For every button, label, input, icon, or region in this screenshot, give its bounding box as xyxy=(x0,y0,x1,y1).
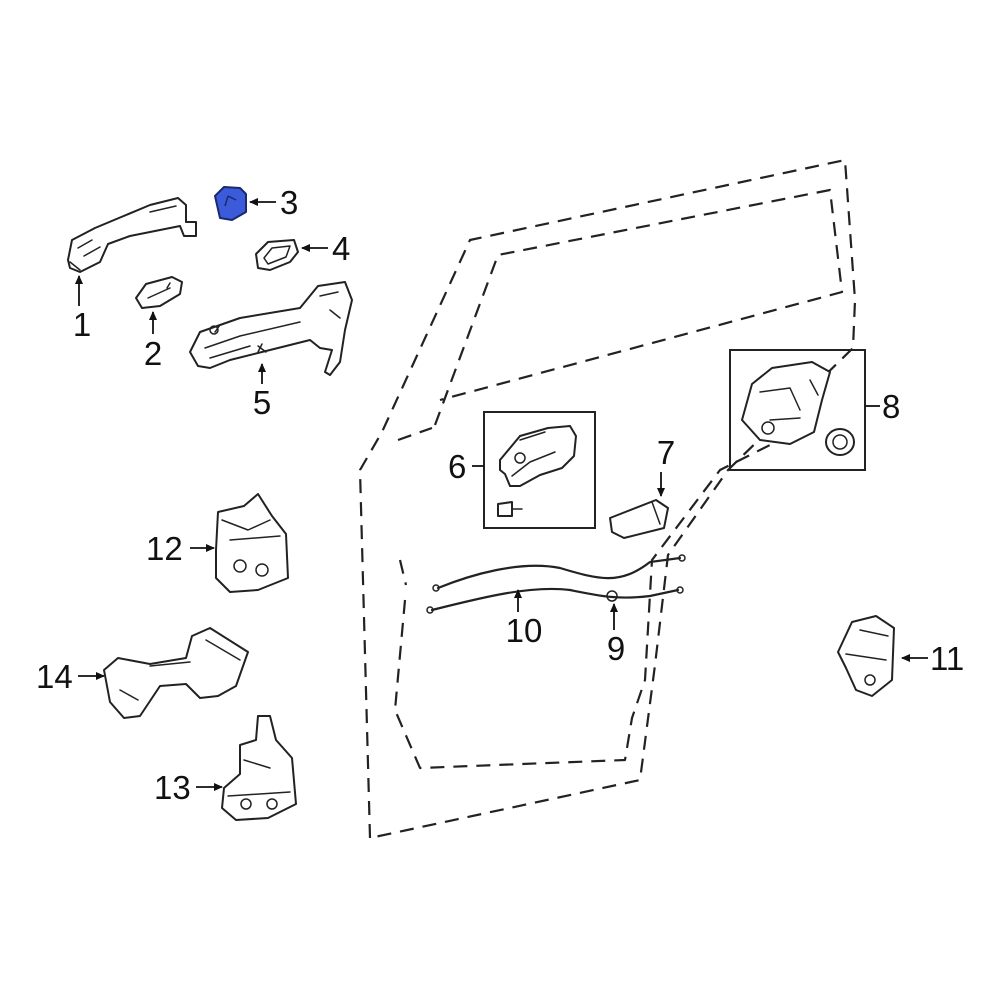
part-8-box xyxy=(729,349,866,471)
callout-5-label: 5 xyxy=(253,384,271,421)
callout-9: 9 xyxy=(607,603,625,667)
part-2-handle-pad[interactable] xyxy=(135,276,183,309)
part-7-inside-bezel[interactable] xyxy=(609,499,669,539)
rear-door-outline xyxy=(358,158,857,840)
part-5-handle-frame[interactable] xyxy=(189,281,353,376)
callout-6: 6 xyxy=(448,448,484,485)
part-14-door-check[interactable] xyxy=(103,627,249,719)
callout-6-label: 6 xyxy=(448,448,466,485)
part-11-door-striker[interactable] xyxy=(837,615,895,697)
part-4-handle-bezel[interactable] xyxy=(255,239,299,271)
part-1-outside-handle[interactable] xyxy=(67,197,197,273)
part-12-upper-hinge[interactable] xyxy=(215,493,289,593)
callout-1: 1 xyxy=(73,275,91,343)
callout-1-label: 1 xyxy=(73,306,91,343)
part-8-door-lock-assembly[interactable] xyxy=(741,361,855,456)
callout-8-label: 8 xyxy=(882,388,900,425)
callout-5: 5 xyxy=(253,363,271,421)
callout-12-label: 12 xyxy=(146,530,183,567)
callout-11: 11 xyxy=(901,640,964,677)
callout-3-label: 3 xyxy=(280,184,298,221)
callout-4-label: 4 xyxy=(332,230,350,267)
part-9-control-cable[interactable] xyxy=(426,586,684,614)
callout-8: 8 xyxy=(865,388,900,425)
callout-9-label: 9 xyxy=(607,630,625,667)
part-6-box xyxy=(483,411,596,529)
callout-4: 4 xyxy=(301,230,350,267)
callout-7-label: 7 xyxy=(657,434,675,471)
callout-2: 2 xyxy=(144,311,162,372)
callout-2-label: 2 xyxy=(144,335,162,372)
part-3-handle-cap-highlighted[interactable] xyxy=(214,186,247,221)
callout-13: 13 xyxy=(154,769,223,806)
callout-10-label: 10 xyxy=(506,612,543,649)
part-6-inside-handle[interactable] xyxy=(497,425,577,517)
callout-7: 7 xyxy=(657,434,675,497)
callout-12: 12 xyxy=(146,530,215,567)
callout-13-label: 13 xyxy=(154,769,191,806)
part-10-lock-cable[interactable] xyxy=(432,554,686,592)
callout-3: 3 xyxy=(249,184,298,221)
callout-14: 14 xyxy=(36,658,105,695)
part-13-lower-hinge[interactable] xyxy=(221,715,297,821)
callout-10: 10 xyxy=(506,589,543,649)
callout-11-label: 11 xyxy=(930,640,964,677)
callout-14-label: 14 xyxy=(36,658,73,695)
